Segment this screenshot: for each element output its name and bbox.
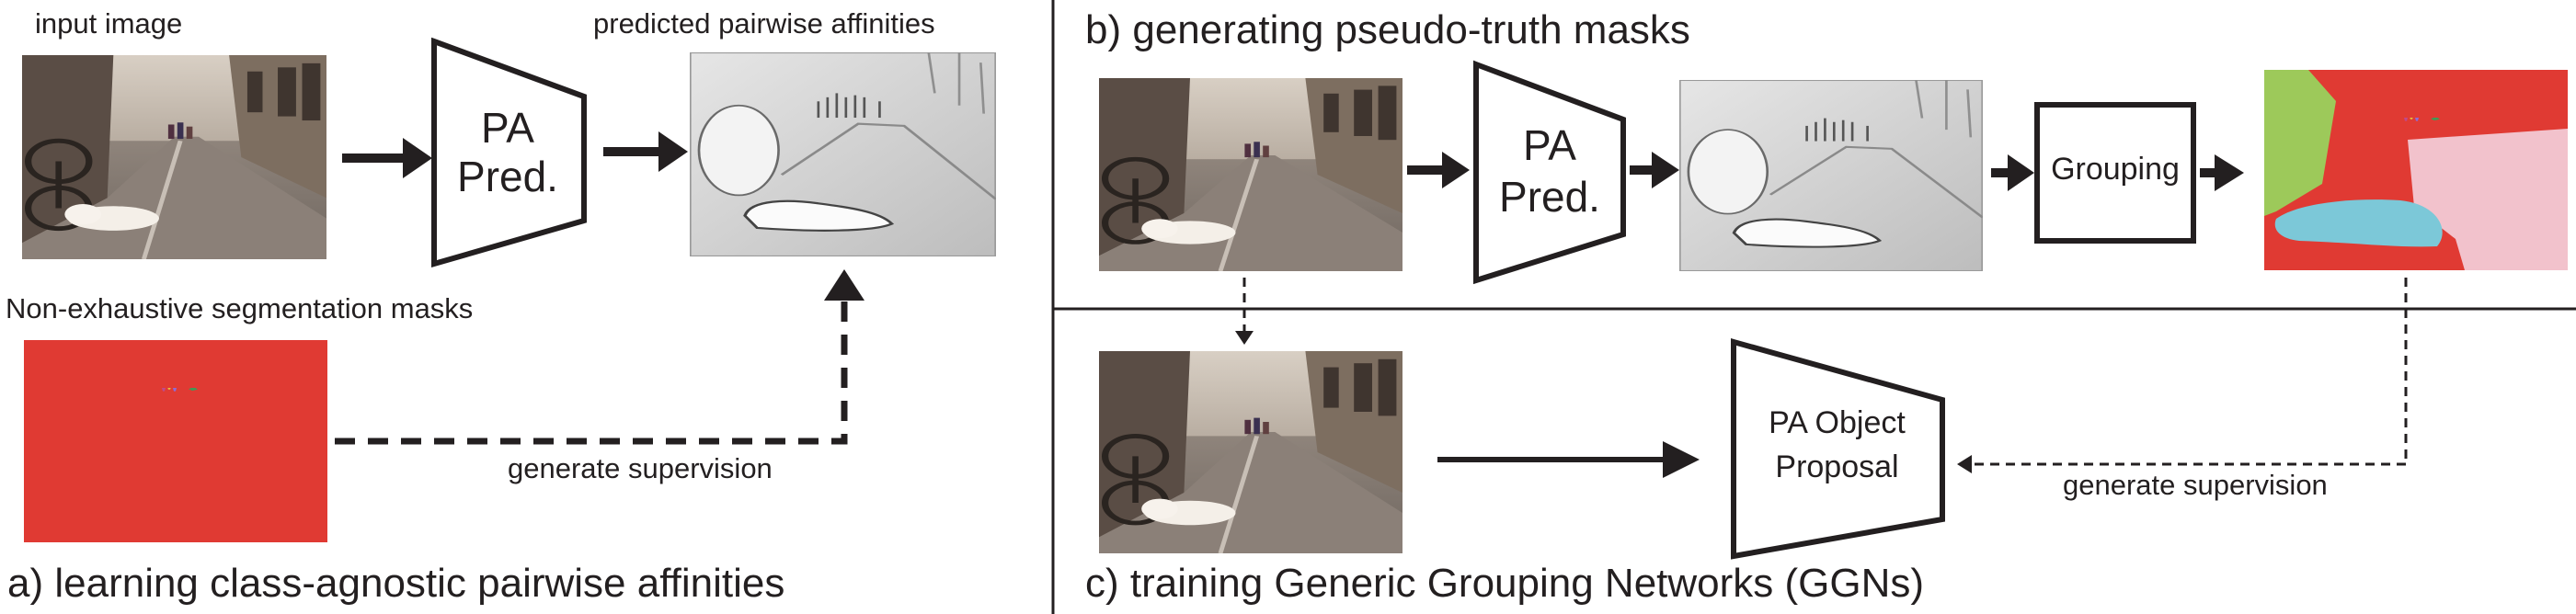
masks-label-a: Non-exhaustive segmentation masks	[6, 292, 474, 324]
arrowhead-grouping-to-mask-b	[2215, 154, 2244, 191]
affinity-map-a	[690, 52, 996, 256]
pa-predictor-b	[1473, 60, 1626, 285]
supervision-arrowhead-c	[1957, 455, 1972, 473]
input-image-a	[22, 55, 326, 259]
affinity-label-a: predicted pairwise affinities	[593, 7, 935, 40]
pseudo-truth-mask-b	[2264, 70, 2568, 270]
input-image-b	[1099, 78, 1402, 271]
grouping-box-b	[2034, 102, 2196, 244]
arrowhead-input-to-pa-a	[403, 138, 432, 178]
panel-b	[1099, 60, 2568, 464]
pa-object-proposal-c	[1731, 338, 1945, 560]
supervision-path-a	[335, 299, 848, 445]
pa-object-proposal-line2: Proposal	[1775, 449, 1899, 484]
supervision-label-a: generate supervision	[508, 452, 773, 484]
arrowhead-pa-to-aff-a	[658, 131, 688, 172]
pa-predictor-b-line1: PA	[1523, 121, 1576, 169]
pa-object-proposal-line1: PA Object	[1769, 405, 1906, 440]
panel-b-title: b) generating pseudo-truth masks	[1085, 7, 1690, 52]
supervision-label-c: generate supervision	[2063, 469, 2328, 501]
affinity-map-b	[1679, 80, 1983, 271]
panel-a-title: a) learning class-agnostic pairwise affi…	[7, 561, 785, 606]
supervision-arrowhead-a	[824, 269, 864, 301]
panel-c	[1099, 338, 2406, 560]
pa-predictor-b-line2: Pred.	[1499, 173, 1600, 221]
input-image-c	[1099, 351, 1402, 553]
grouping-label-b: Grouping	[2051, 152, 2180, 187]
arrowhead-input-to-pa-b	[1442, 152, 1470, 188]
dashed-down-arrowhead	[1235, 331, 1254, 345]
panel-a	[22, 37, 996, 542]
panel-c-title: c) training Generic Grouping Networks (G…	[1085, 561, 1925, 606]
arrowhead-input-to-proposal-c	[1663, 441, 1700, 478]
pa-predictor-a-line2: Pred.	[457, 153, 558, 200]
pa-predictor-a-line1: PA	[481, 104, 534, 152]
arrowhead-aff-to-grouping-b	[2008, 154, 2034, 191]
pa-predictor-a	[431, 37, 587, 267]
arrowhead-pa-to-aff-b	[1652, 152, 1679, 188]
input-image-label-a: input image	[35, 7, 183, 40]
segmentation-mask-a	[24, 340, 327, 542]
